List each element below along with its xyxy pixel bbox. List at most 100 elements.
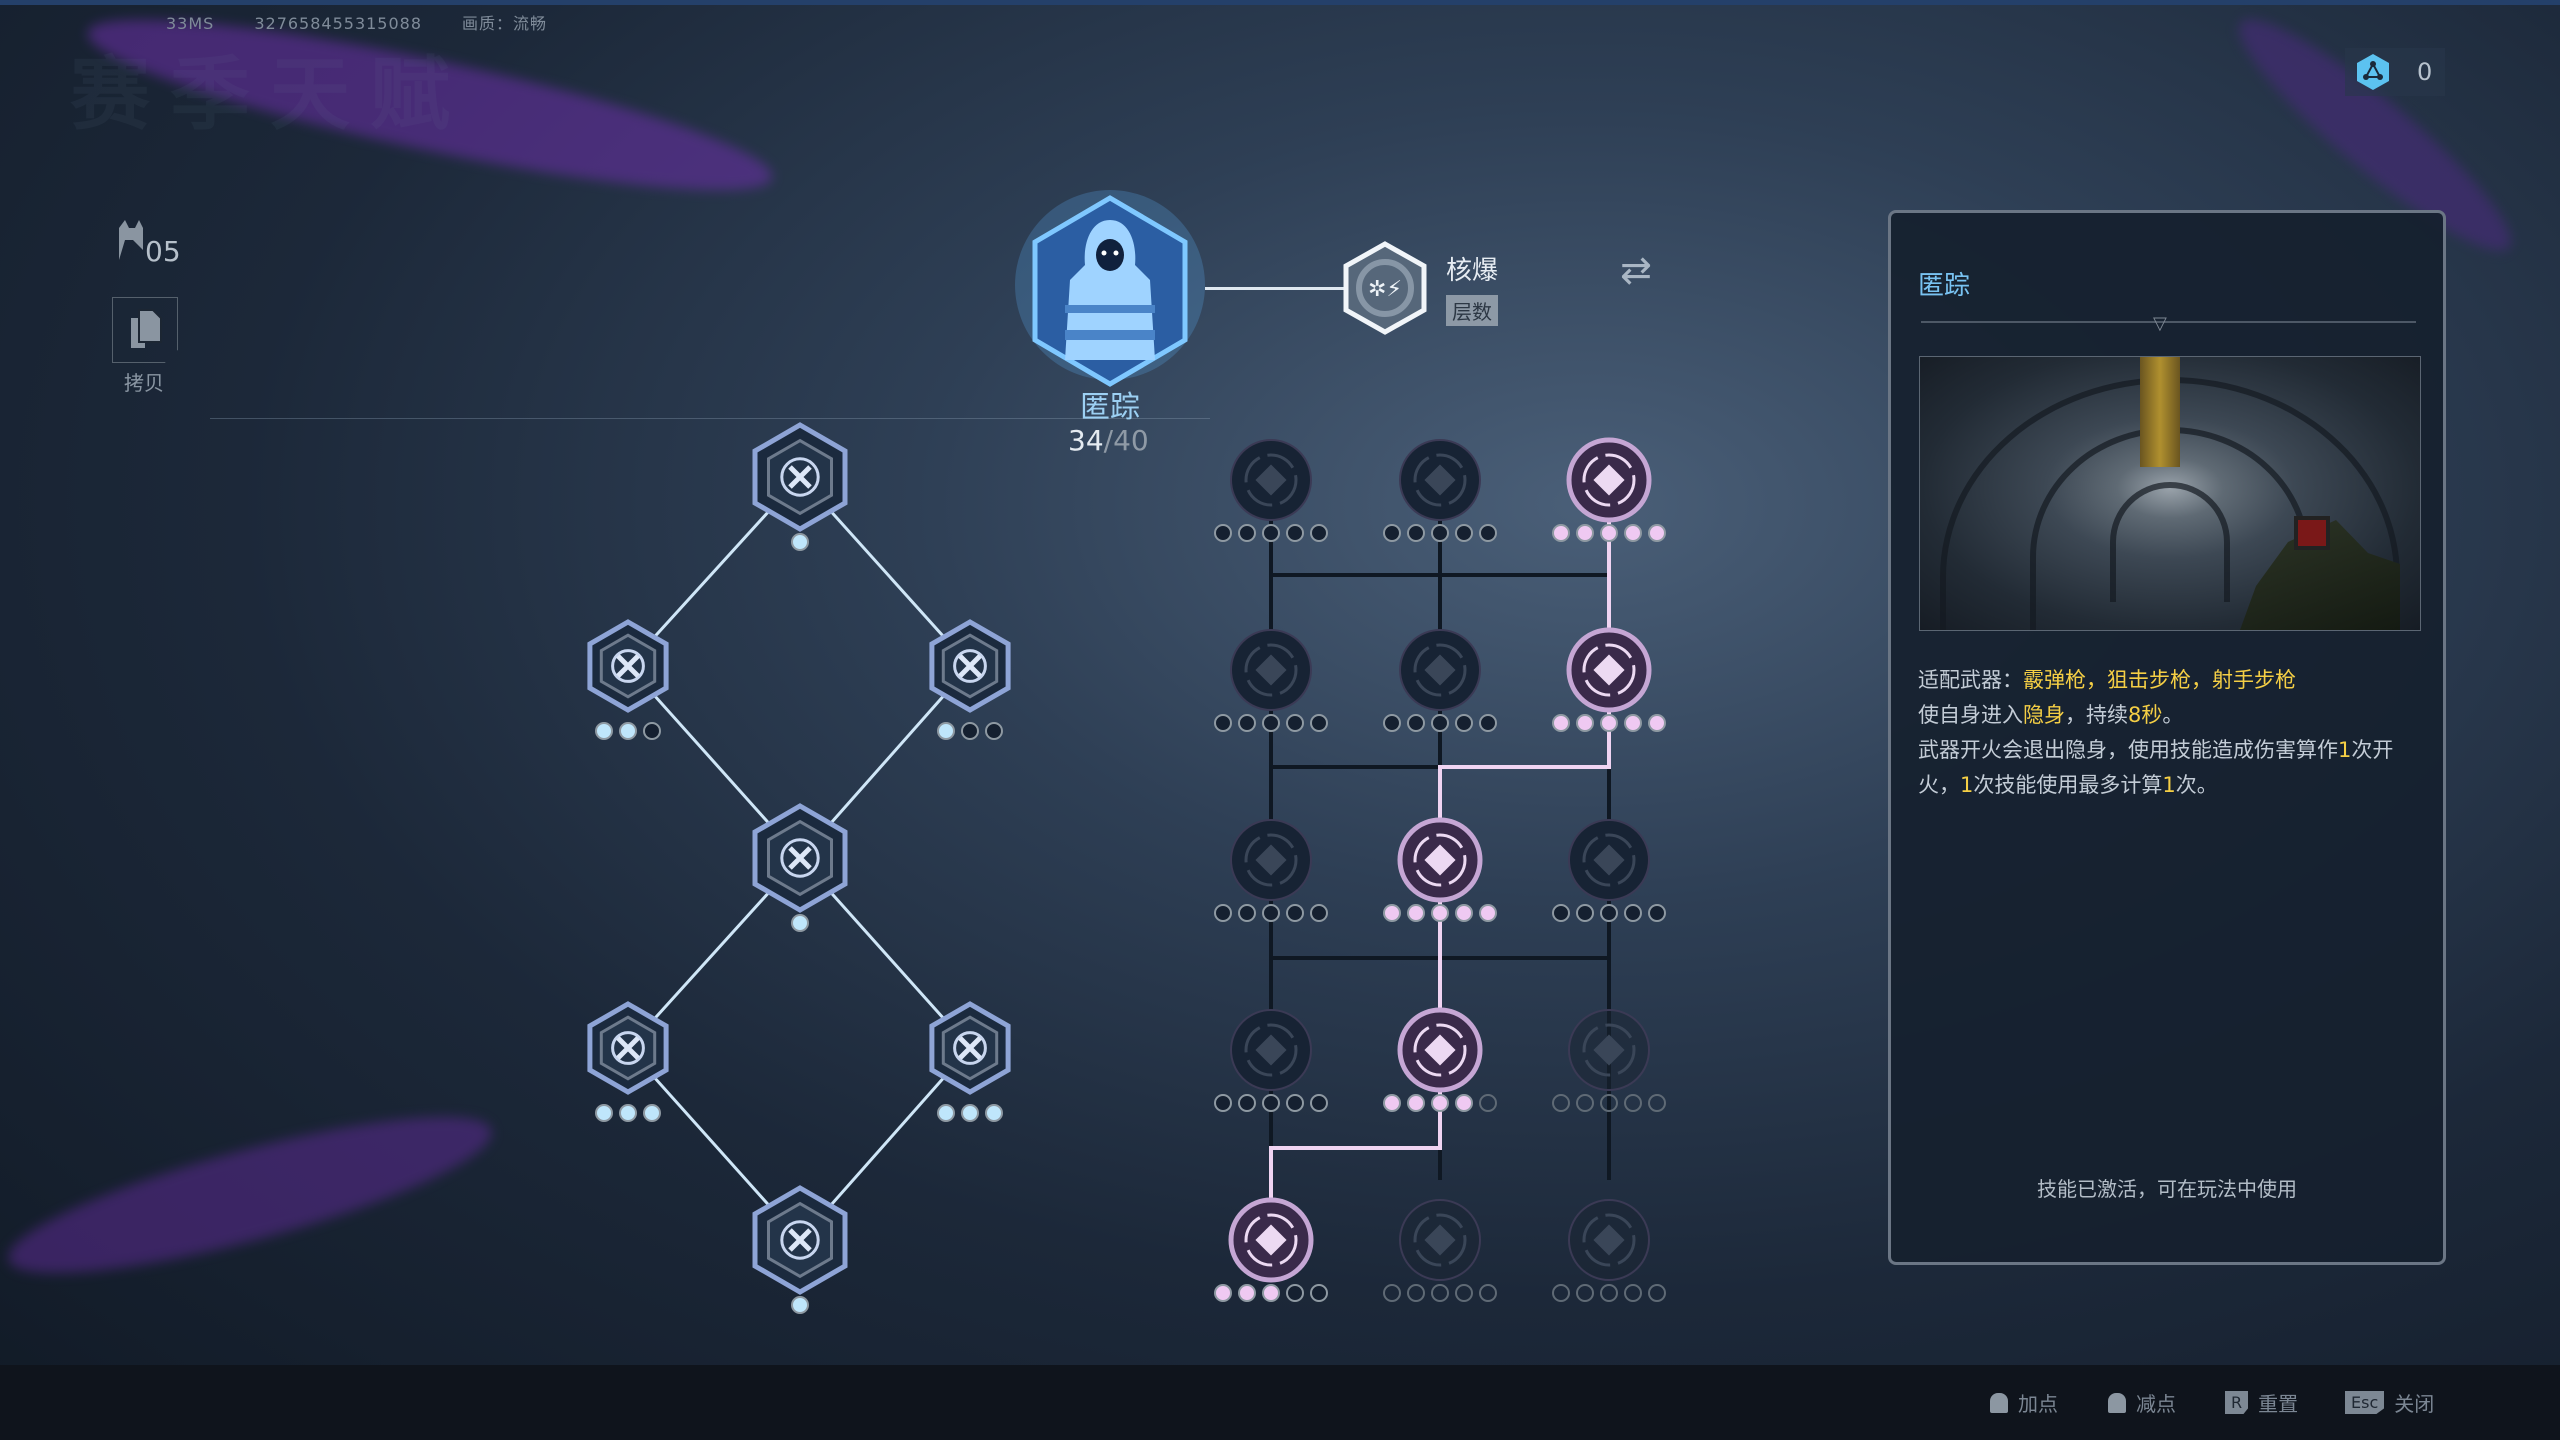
page-watermark-title: 赛季天赋 [70,48,470,141]
crosshair-core-icon [780,1220,820,1260]
skill-detail-panel: 匿踪 ▽ 适配武器：霰弹枪，狙击步枪，射手步枪 使自身进入隐身，持续8秒。 武器… [1888,210,2446,1265]
talent-node-maze-plus[interactable] [1399,1199,1481,1281]
rank-dot-empty [1262,1094,1280,1112]
swap-core-icon[interactable]: ⇄ [1620,248,1652,292]
rank-dot-empty [1310,904,1328,922]
hint-remove-point[interactable]: 减点 [2108,1388,2176,1417]
rank-dots [937,1104,1003,1122]
rank-dot-empty [1552,904,1570,922]
crosshair-up-icon [611,1031,645,1065]
rank-dot-empty [1600,1284,1618,1302]
hero-core-link [1205,287,1345,290]
rank-dot-filled [1455,904,1473,922]
talent-node-stealth-hood[interactable] [752,422,848,532]
hood-timer-icon [953,1031,987,1065]
rank-dot-empty [961,722,979,740]
talent-node-heart-target[interactable] [1568,1199,1650,1281]
rank-dot-empty [1624,1094,1642,1112]
key-r: R [2225,1391,2249,1414]
talent-point-count: 0 [2417,58,2433,86]
rank-dot-empty [1383,524,1401,542]
rank-dot-filled [1600,524,1618,542]
rank-dot-empty [1552,1284,1570,1302]
talent-node-sprint[interactable] [587,619,669,713]
rank-dot-filled [1455,1094,1473,1112]
rank-dot-filled [1383,1094,1401,1112]
rank-dots [791,914,809,932]
talent-node-hood-timer[interactable] [929,1001,1011,1095]
rank-dot-empty [1238,714,1256,732]
talent-node-broken-heart[interactable] [1397,817,1483,903]
talent-node-arrow-shards[interactable] [1399,439,1481,521]
rank-dots [1552,524,1666,542]
talent-node-flask-flame[interactable] [1397,1007,1483,1093]
rank-dots [1383,904,1497,922]
rank-dots [1383,524,1497,542]
talent-node-diamond-compass[interactable] [1230,439,1312,521]
rank-dot-empty [643,722,661,740]
rank-dot-filled [961,1104,979,1122]
sprint-icon [611,649,645,683]
talent-node-shuriken-diamond[interactable] [1228,1197,1314,1283]
talent-node-gauge-arrows[interactable] [1568,819,1650,901]
rank-dot-filled [1262,1284,1280,1302]
level-value: 05 [145,235,181,268]
rank-dot-empty [1310,524,1328,542]
mask-icon [119,220,143,260]
rank-dot-empty [1238,524,1256,542]
rank-dots [1383,714,1497,732]
rank-dot-filled [1431,1094,1449,1112]
rank-dots [1214,524,1328,542]
rank-dot-filled [1576,714,1594,732]
rank-dot-filled [1552,524,1570,542]
rank-dot-empty [985,722,1003,740]
talent-node-rank-up[interactable] [929,619,1011,713]
rank-dot-empty [1552,1094,1570,1112]
rank-dot-filled [937,1104,955,1122]
rank-dots [791,1296,809,1314]
rank-dot-empty [1479,524,1497,542]
rank-dot-filled [1624,524,1642,542]
copy-button[interactable] [112,297,178,363]
rank-dot-empty [1383,714,1401,732]
talent-node-crosshair-core[interactable] [752,1185,848,1295]
rank-dot-empty [1576,1284,1594,1302]
talent-node-gauge[interactable] [1230,1009,1312,1091]
copy-icon [131,309,162,348]
rank-dot-filled [1479,904,1497,922]
talent-node-diamond-ring[interactable] [1230,819,1312,901]
talent-node-target-diamond[interactable] [1399,629,1481,711]
uid: 327658455315088 [254,14,423,33]
talent-node-gauge-ring[interactable] [1568,1009,1650,1091]
rank-dot-filled [985,1104,1003,1122]
talent-node-rifle-shards[interactable] [1566,437,1652,523]
rank-dot-filled [937,722,955,740]
rank-dots [937,722,1003,740]
talent-node-clock[interactable] [1230,629,1312,711]
hint-add-point[interactable]: 加点 [1990,1388,2058,1417]
hero-name: 匿踪 [1080,390,1140,425]
rank-dots [1214,1284,1328,1302]
talent-node-ammo-target[interactable] [1566,627,1652,713]
mouse-right-icon [2108,1392,2126,1413]
talent-node-crosshair-up[interactable] [587,1001,669,1095]
diamond-compass-icon [1244,453,1298,507]
hero-portrait[interactable] [1015,190,1205,390]
rank-dot-filled [1407,904,1425,922]
crosshair-burst-icon [780,838,820,878]
rank-dot-empty [1214,714,1232,732]
rank-dots [1552,1284,1666,1302]
rank-dot-filled [1383,904,1401,922]
rank-dot-empty [1310,1094,1328,1112]
rank-dot-filled [791,533,809,551]
rank-dot-filled [791,914,809,932]
rank-dot-filled [595,1104,613,1122]
season-level: 05 [115,220,181,268]
core-skill-nuke-icon[interactable]: ✲⚡ [1340,240,1430,336]
gauge-ring-icon [1582,1023,1636,1077]
rank-dot-empty [1576,1094,1594,1112]
talent-node-crosshair-burst[interactable] [752,803,848,913]
